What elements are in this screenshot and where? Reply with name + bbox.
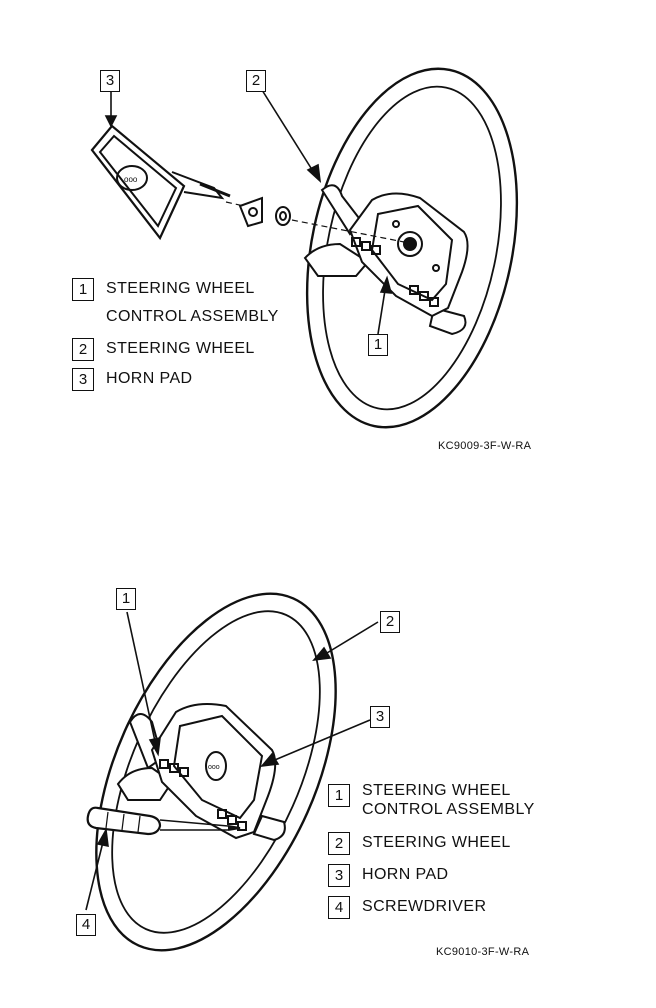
legend-number: 3 (72, 368, 94, 391)
leader-arrows (104, 89, 393, 335)
callout-1: 1 (116, 588, 136, 610)
steering-wheel-removal-illustration: ooo (85, 592, 379, 952)
legend-label: STEERING WHEEL (106, 340, 255, 357)
figure-horn-pad-exploded: ooo 3 2 (0, 0, 656, 500)
callout-2: 2 (380, 611, 400, 633)
legend-item: 1 STEERING WHEEL CONTROL ASSEMBLY (72, 278, 332, 338)
legend-item: 2 STEERING WHEEL (328, 832, 618, 864)
steering-wheel-exploded-illustration: ooo (90, 67, 519, 429)
callout-1: 1 (368, 334, 388, 356)
legend-label: SCREWDRIVER (362, 898, 487, 915)
svg-text:ooo: ooo (208, 764, 220, 771)
legend-item: 3 HORN PAD (72, 368, 332, 398)
legend-label: STEERING WHEEL CONTROL ASSEMBLY (362, 782, 535, 818)
callout-3: 3 (100, 70, 120, 92)
horn-contact-nut (238, 196, 291, 228)
steering-wheel-rim (305, 67, 519, 429)
legend-number: 2 (72, 338, 94, 361)
legend-number: 4 (328, 896, 350, 919)
legend-number: 3 (328, 864, 350, 887)
steering-wheel-hub: ooo (150, 703, 277, 840)
leader-arrows (85, 611, 379, 911)
svg-text:ooo: ooo (124, 175, 138, 184)
legend-number: 2 (328, 832, 350, 855)
legend-item: 1 STEERING WHEEL CONTROL ASSEMBLY (328, 782, 618, 832)
figure-code: KC9010-3F-W-RA (436, 946, 530, 958)
horn-pad-part: ooo (90, 124, 231, 241)
legend-item: 4 SCREWDRIVER (328, 896, 618, 926)
callout-3: 3 (370, 706, 390, 728)
legend: 1 STEERING WHEEL CONTROL ASSEMBLY 2 STEE… (328, 782, 618, 926)
legend-number: 1 (72, 278, 94, 301)
callout-2: 2 (246, 70, 266, 92)
figure-horn-pad-removal: ooo (0, 500, 656, 1008)
legend: 1 STEERING WHEEL CONTROL ASSEMBLY 2 STEE… (72, 278, 332, 398)
figure-code: KC9009-3F-W-RA (438, 440, 532, 452)
steering-wheel-hub (348, 192, 469, 318)
legend-label: STEERING WHEEL CONTROL ASSEMBLY (106, 280, 279, 325)
legend-item: 3 HORN PAD (328, 864, 618, 896)
legend-number: 1 (328, 784, 350, 807)
legend-label: HORN PAD (362, 866, 449, 883)
legend-label: STEERING WHEEL (362, 834, 511, 851)
legend-label: HORN PAD (106, 370, 193, 387)
legend-item: 2 STEERING WHEEL (72, 338, 332, 368)
callout-4: 4 (76, 914, 96, 936)
screwdriver-part (86, 806, 241, 836)
